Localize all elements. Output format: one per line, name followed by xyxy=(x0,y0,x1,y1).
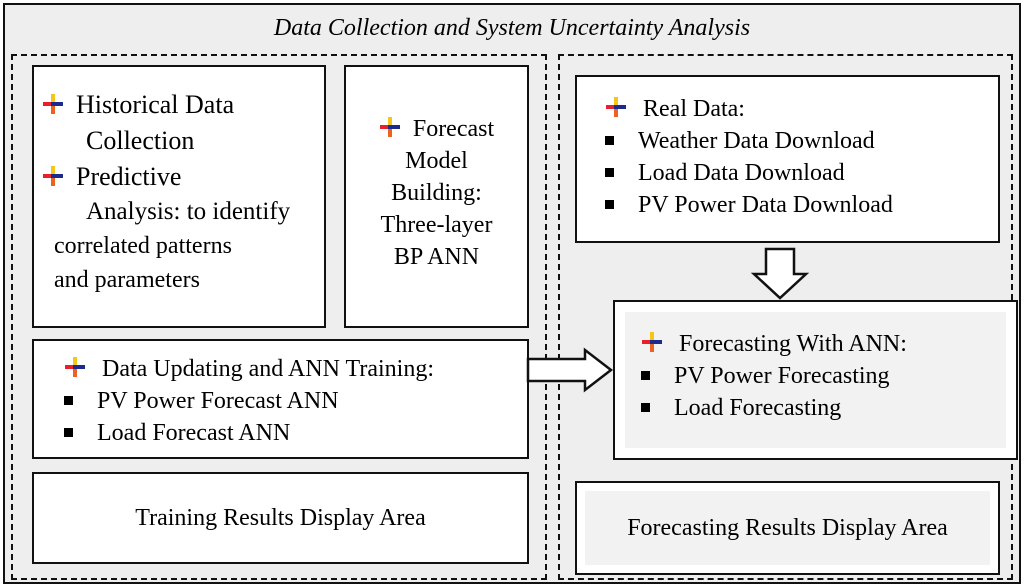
forecasting-results-inner: Forecasting Results Display Area xyxy=(585,491,990,565)
forecasting-item: PV Power Forecasting xyxy=(641,360,1006,392)
forecasting-heading: Forecasting With ANN: xyxy=(641,328,1006,360)
model-line-1: Forecast xyxy=(346,113,527,145)
square-bullet-icon xyxy=(64,427,73,437)
plus-cross-icon xyxy=(42,165,64,187)
training-box: Data Updating and ANN Training: PV Power… xyxy=(32,339,529,459)
training-item: PV Power Forecast ANN xyxy=(64,385,527,417)
square-bullet-icon xyxy=(641,402,650,412)
historical-line-5: correlated patterns xyxy=(54,233,232,259)
training-results-box: Training Results Display Area xyxy=(32,472,529,564)
training-item: Load Forecast ANN xyxy=(64,417,527,449)
forecasting-results-box: Forecasting Results Display Area xyxy=(575,481,1000,575)
real-data-item: PV Power Data Download xyxy=(605,189,998,221)
historical-line-6: and parameters xyxy=(54,267,200,293)
model-line-2: Model xyxy=(405,148,468,174)
forecasting-item: Load Forecasting xyxy=(641,392,1006,424)
historical-line-1: Historical Data xyxy=(42,87,324,123)
training-results-label: Training Results Display Area xyxy=(135,505,426,531)
plus-cross-icon xyxy=(64,356,86,378)
plus-cross-icon xyxy=(42,93,64,115)
real-data-box: Real Data: Weather Data Download Load Da… xyxy=(575,75,1000,243)
forecasting-inner: Forecasting With ANN: PV Power Forecasti… xyxy=(625,312,1006,448)
real-data-item: Load Data Download xyxy=(605,157,998,189)
square-bullet-icon xyxy=(605,135,614,145)
model-line-5: BP ANN xyxy=(393,244,480,270)
plus-cross-icon xyxy=(605,96,627,118)
model-line-3: Building: xyxy=(391,180,482,206)
square-bullet-icon xyxy=(641,370,650,380)
training-heading: Data Updating and ANN Training: xyxy=(64,353,527,385)
forecasting-box: Forecasting With ANN: PV Power Forecasti… xyxy=(613,300,1018,460)
forecasting-results-label: Forecasting Results Display Area xyxy=(627,515,948,541)
forecast-model-box: Forecast Model Building: Three-layer BP … xyxy=(344,65,529,328)
diagram-title: Data Collection and System Uncertainty A… xyxy=(273,15,751,41)
plus-cross-icon xyxy=(641,331,663,353)
right-arrow-icon xyxy=(526,347,614,393)
square-bullet-icon xyxy=(64,395,73,405)
historical-data-box: Historical Data Collection Predictive An… xyxy=(32,65,326,328)
model-line-4: Three-layer xyxy=(380,212,493,238)
historical-line-3: Predictive xyxy=(42,159,324,195)
down-arrow-icon xyxy=(750,247,810,300)
square-bullet-icon xyxy=(605,199,614,209)
training-region xyxy=(11,54,547,580)
plus-cross-icon xyxy=(379,116,401,138)
real-data-heading: Real Data: xyxy=(605,93,998,125)
historical-line-4: Analysis: to identify xyxy=(86,198,291,225)
historical-line-2: Collection xyxy=(86,126,195,155)
real-data-item: Weather Data Download xyxy=(605,125,998,157)
square-bullet-icon xyxy=(605,167,614,177)
